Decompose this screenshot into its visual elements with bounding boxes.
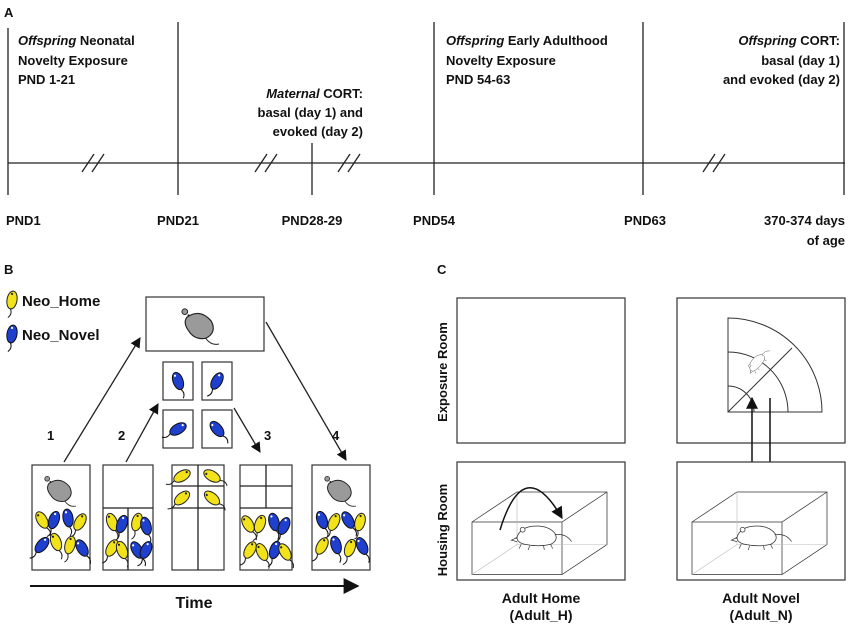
- step-label-2: 2: [118, 428, 125, 443]
- group-label-adult-home-line1: Adult Home: [502, 590, 581, 606]
- event-neonatal-line2: Novelty Exposure: [18, 53, 128, 68]
- event-neonatal-line1: Offspring Neonatal: [18, 33, 135, 48]
- group-label-adult-novel-line2: (Adult_N): [730, 607, 793, 623]
- event-maternal-line3: evoked (day 2): [273, 124, 363, 139]
- group-label-adult-home-line2: (Adult_H): [510, 607, 573, 623]
- event-maternal-line1: Maternal CORT:: [266, 86, 363, 101]
- tick-label-pnd54: PND54: [413, 213, 456, 228]
- panel-c-label: C: [437, 262, 447, 277]
- exposure-room-adult-home: [456, 297, 626, 444]
- housing-room-adult-home: [456, 461, 626, 581]
- event-maternal-line2: basal (day 1) and: [258, 105, 364, 120]
- neo-novel-mouse-icon: [3, 323, 19, 354]
- event-early-adult-line1: Offspring Early Adulthood: [446, 33, 608, 48]
- legend-neo-home: Neo_Home: [3, 289, 100, 320]
- step-arrow-1: [63, 337, 141, 463]
- legend-neo-novel-label: Neo_Novel: [22, 327, 100, 344]
- step-arrow-2: [125, 403, 159, 463]
- step-label-4: 4: [332, 428, 340, 443]
- tick-label-pnd21: PND21: [157, 213, 199, 228]
- legend-neo-novel: Neo_Novel: [3, 323, 100, 354]
- panel-a-label: A: [4, 5, 14, 20]
- step-label-1: 1: [47, 428, 54, 443]
- step-arrow-4: [265, 321, 347, 461]
- event-offspring-cort-line2: basal (day 1): [761, 53, 840, 68]
- step-label-3: 3: [264, 428, 271, 443]
- event-neonatal-line3: PND 1-21: [18, 72, 75, 87]
- row-label-exposure-room: Exposure Room: [435, 322, 450, 422]
- panel-b-label: B: [4, 262, 13, 277]
- legend-neo-home-label: Neo_Home: [22, 293, 100, 310]
- tick-label-end-line2: of age: [807, 233, 845, 248]
- tick-label-pnd63: PND63: [624, 213, 666, 228]
- tick-label-pnd1: PND1: [6, 213, 41, 228]
- tick-label-pnd28-29: PND28-29: [282, 213, 343, 228]
- home-handling-arrow: [499, 487, 563, 531]
- event-early-adult-line3: PND 54-63: [446, 72, 510, 87]
- event-offspring-cort-line1: Offspring CORT:: [738, 33, 840, 48]
- row-label-housing-room: Housing Room: [435, 484, 450, 576]
- event-early-adult-line2: Novelty Exposure: [446, 53, 556, 68]
- housing-room-adult-novel: [676, 461, 846, 581]
- time-label: Time: [175, 595, 212, 612]
- group-label-adult-novel-line1: Adult Novel: [722, 590, 800, 606]
- axis-break-marks: [81, 153, 726, 173]
- step-arrow-3: [233, 407, 261, 453]
- event-offspring-cort-line3: and evoked (day 2): [723, 72, 840, 87]
- neo-home-mouse-icon: [3, 289, 19, 320]
- tick-label-end-line1: 370-374 days: [764, 213, 845, 228]
